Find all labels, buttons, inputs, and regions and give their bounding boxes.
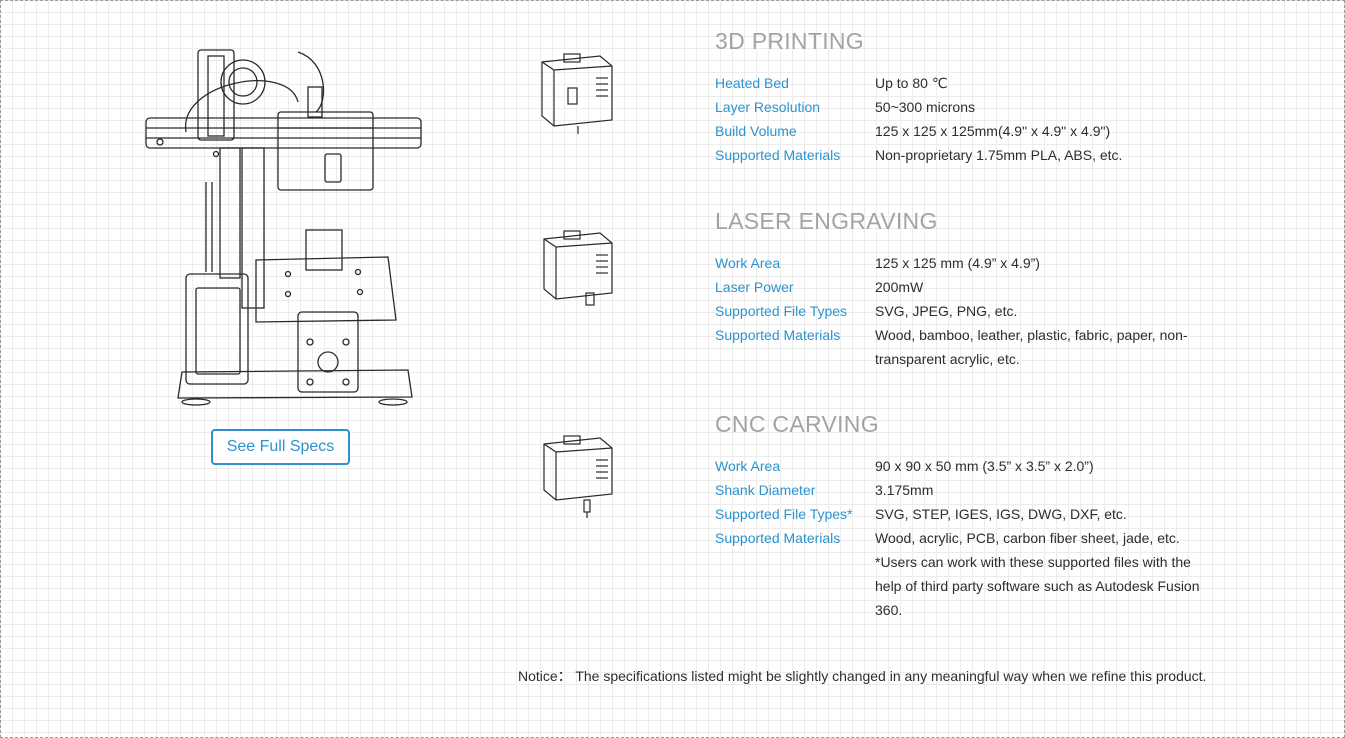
spec-table-3d-printing: Heated Bed Up to 80 ℃ Layer Resolution 5…: [715, 71, 1215, 167]
spec-value: SVG, STEP, IGES, IGS, DWG, DXF, etc.: [875, 506, 1127, 522]
spec-label: Supported File Types: [715, 303, 848, 319]
spec-row: Supported File Types* SVG, STEP, IGES, I…: [715, 502, 1215, 526]
spec-footnote: *Users can work with these supported fil…: [875, 554, 1200, 618]
spec-row: Supported Materials Wood, acrylic, PCB, …: [715, 526, 1215, 550]
spec-value: Non-proprietary 1.75mm PLA, ABS, etc.: [875, 147, 1123, 163]
spec-label: Layer Resolution: [715, 99, 821, 115]
spec-table-laser-engraving: Work Area 125 x 125 mm (4.9” x 4.9”) Las…: [715, 251, 1215, 371]
spec-value: Wood, bamboo, leather, plastic, fabric, …: [875, 327, 1188, 367]
spec-row: Supported Materials Non-proprietary 1.75…: [715, 143, 1215, 167]
spec-row: Work Area 125 x 125 mm (4.9” x 4.9”): [715, 251, 1215, 275]
cnc-module-icon: [543, 435, 613, 518]
spec-label: Supported Materials: [715, 327, 841, 343]
spec-value: SVG, JPEG, PNG, etc.: [875, 303, 1018, 319]
spec-row: Laser Power 200mW: [715, 275, 1215, 299]
section-title-3d-printing: 3D PRINTING: [715, 28, 864, 54]
spec-row: Supported File Types SVG, JPEG, PNG, etc…: [715, 299, 1215, 323]
spec-footnote-row: *Users can work with these supported fil…: [715, 550, 1215, 622]
spec-label: Heated Bed: [715, 75, 789, 91]
spec-row: Layer Resolution 50~300 microns: [715, 95, 1215, 119]
see-full-specs-button[interactable]: See Full Specs: [211, 429, 350, 465]
3d-print-module-icon: [541, 53, 613, 134]
spec-table-cnc-carving: Work Area 90 x 90 x 50 mm (3.5” x 3.5” x…: [715, 454, 1215, 622]
spec-row: Shank Diameter 3.175mm: [715, 478, 1215, 502]
spec-label-empty: [715, 550, 875, 622]
spec-label: Build Volume: [715, 123, 797, 139]
spec-label: Supported File Types*: [715, 506, 853, 522]
spec-value: Up to 80 ℃: [875, 75, 948, 91]
spec-row: Supported Materials Wood, bamboo, leathe…: [715, 323, 1215, 371]
spec-value: Wood, acrylic, PCB, carbon fiber sheet, …: [875, 530, 1180, 546]
printer-illustration: [145, 49, 422, 406]
spec-label: Laser Power: [715, 279, 794, 295]
spec-row: Work Area 90 x 90 x 50 mm (3.5” x 3.5” x…: [715, 454, 1215, 478]
spec-label: Work Area: [715, 255, 781, 271]
spec-row: Build Volume 125 x 125 x 125mm(4.9" x 4.…: [715, 119, 1215, 143]
spec-label: Shank Diameter: [715, 482, 816, 498]
section-title-laser-engraving: LASER ENGRAVING: [715, 208, 938, 234]
spec-label: Work Area: [715, 458, 781, 474]
spec-value: 3.175mm: [875, 482, 934, 498]
spec-value: 200mW: [875, 279, 924, 295]
spec-value: 125 x 125 x 125mm(4.9" x 4.9" x 4.9"): [875, 123, 1111, 139]
notice-text: Notice： The specifications listed might …: [518, 668, 1207, 684]
spec-row: Heated Bed Up to 80 ℃: [715, 71, 1215, 95]
spec-value: 90 x 90 x 50 mm (3.5” x 3.5” x 2.0”): [875, 458, 1094, 474]
laser-module-icon: [543, 230, 613, 306]
spec-label: Supported Materials: [715, 530, 841, 546]
spec-value: 125 x 125 mm (4.9” x 4.9”): [875, 255, 1040, 271]
spec-value: 50~300 microns: [875, 99, 976, 115]
section-title-cnc-carving: CNC CARVING: [715, 411, 879, 437]
spec-label: Supported Materials: [715, 147, 841, 163]
